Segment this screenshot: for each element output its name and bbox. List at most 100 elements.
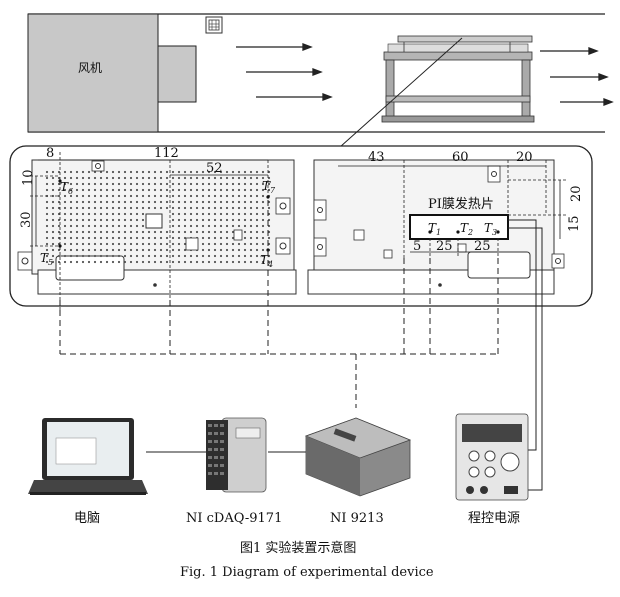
perforation-dot: [57, 248, 61, 252]
perforation-dot: [225, 182, 229, 186]
perforation-dot: [45, 188, 49, 192]
perforation-dot: [201, 176, 205, 180]
perforation-dot: [69, 254, 73, 258]
perforation-dot: [69, 242, 73, 246]
perforation-dot: [189, 218, 193, 222]
perforation-dot: [183, 176, 187, 180]
perforation-dot: [255, 206, 259, 210]
perforation-dot: [207, 218, 211, 222]
perforation-dot: [159, 206, 163, 210]
perforation-dot: [63, 176, 67, 180]
perforation-dot: [63, 224, 67, 228]
perforation-dot: [219, 200, 223, 204]
perforation-dot: [183, 224, 187, 228]
perforation-dot: [51, 170, 55, 174]
dim-25-a: 25: [436, 239, 453, 254]
perforation-dot: [105, 176, 109, 180]
perforation-dot: [69, 176, 73, 180]
perforation-dot: [249, 230, 253, 234]
perforation-dot: [213, 254, 217, 258]
perforation-dot: [99, 200, 103, 204]
perforation-dot: [213, 188, 217, 192]
perforation-dot: [183, 248, 187, 252]
perforation-dot: [117, 248, 121, 252]
perforation-dot: [243, 188, 247, 192]
perforation-dot: [105, 242, 109, 246]
perforation-dot: [63, 188, 67, 192]
perforation-dot: [69, 200, 73, 204]
perforation-dot: [75, 188, 79, 192]
perforation-dot: [237, 248, 241, 252]
perforation-dot: [207, 176, 211, 180]
perforation-dot: [141, 230, 145, 234]
perforation-dot: [183, 170, 187, 174]
perforation-dot: [255, 170, 259, 174]
dim-112: 112: [154, 146, 179, 161]
perforation-dot: [249, 200, 253, 204]
perforation-dot: [219, 224, 223, 228]
perforation-dot: [57, 218, 61, 222]
sensor-T7: T7: [262, 179, 276, 195]
perforation-dot: [105, 212, 109, 216]
perforation-dot: [237, 224, 241, 228]
perforation-dot: [117, 224, 121, 228]
perforation-dot: [261, 248, 265, 252]
perforation-dot: [75, 254, 79, 258]
perforation-dot: [171, 236, 175, 240]
perforation-dot: [177, 224, 181, 228]
perforation-dot: [141, 200, 145, 204]
perforation-dot: [105, 230, 109, 234]
perforation-dot: [57, 194, 61, 198]
perforation-dot: [105, 206, 109, 210]
perforation-dot: [117, 188, 121, 192]
dim-52: 52: [206, 161, 223, 176]
perforation-dot: [177, 206, 181, 210]
perforation-dot: [189, 176, 193, 180]
perforation-dot: [261, 188, 265, 192]
perforation-dot: [231, 248, 235, 252]
perforation-dot: [255, 236, 259, 240]
perforation-dot: [69, 236, 73, 240]
perforation-dot: [261, 242, 265, 246]
perforation-dot: [93, 170, 97, 174]
perforation-dot: [213, 200, 217, 204]
perforation-dot: [45, 236, 49, 240]
perforation-dot: [225, 188, 229, 192]
perforation-dot: [129, 248, 133, 252]
perforation-dot: [111, 182, 115, 186]
perforation-dot: [171, 224, 175, 228]
perforation-dot: [171, 254, 175, 258]
perforation-dot: [105, 188, 109, 192]
device-label-ni9213: NI 9213: [330, 511, 384, 526]
perforation-dot: [177, 200, 181, 204]
perforation-dot: [45, 200, 49, 204]
perforation-dot: [75, 230, 79, 234]
perforation-dot: [195, 230, 199, 234]
sensor-T1: T1: [428, 221, 441, 237]
perforation-dot: [237, 218, 241, 222]
perforation-dot: [231, 194, 235, 198]
perforation-dot: [195, 188, 199, 192]
perforation-dot: [207, 212, 211, 216]
perforation-dot: [249, 170, 253, 174]
perforation-dot: [111, 194, 115, 198]
perforation-dot: [261, 260, 265, 264]
perforation-dot: [219, 182, 223, 186]
perforation-dot: [99, 242, 103, 246]
perforation-dot: [243, 224, 247, 228]
perforation-dot: [63, 218, 67, 222]
perforation-dot: [261, 170, 265, 174]
perforation-dot: [237, 182, 241, 186]
perforation-dot: [87, 236, 91, 240]
dim-10: 10: [21, 169, 36, 186]
perforation-dot: [105, 200, 109, 204]
perforation-dot: [69, 260, 73, 264]
perforation-dot: [63, 254, 67, 258]
perforation-dot: [111, 224, 115, 228]
perforation-dot: [189, 224, 193, 228]
perforation-dot: [81, 182, 85, 186]
perforation-dot: [123, 200, 127, 204]
perforation-dot: [165, 254, 169, 258]
perforation-dot: [153, 260, 157, 264]
